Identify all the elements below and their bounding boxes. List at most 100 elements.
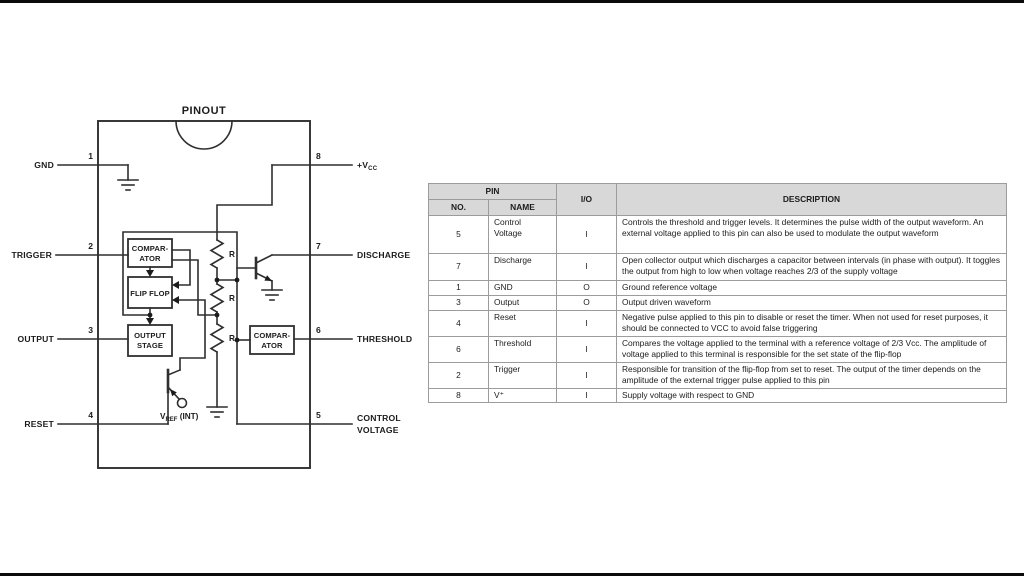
pinout-diagram: PINOUT 1 GND 2 TRIGGER 3 OUTPUT 4 RESET …: [11, 105, 412, 469]
vref-terminal-icon: [176, 397, 188, 409]
resistor-r3-label: R: [229, 334, 235, 343]
pin-6-number: 6: [316, 325, 321, 335]
header-io: I/O: [556, 183, 617, 216]
pin-6-label: THRESHOLD: [357, 334, 412, 344]
cell-name: Output: [488, 294, 557, 311]
cell-io: O: [556, 294, 617, 311]
arrow-discharge-emitter-icon: [264, 275, 272, 281]
ff-input2-wire: [175, 299, 206, 371]
arrow-comp1-to-ff-icon: [146, 270, 154, 277]
pin-1-label: GND: [34, 160, 54, 170]
cell-description: Supply voltage with respect to GND: [616, 387, 1007, 403]
pin-5-label-line2: VOLTAGE: [357, 425, 399, 435]
pin-2-number: 2: [88, 241, 93, 251]
cell-no: 1: [428, 279, 489, 296]
ground-icon: [206, 406, 228, 418]
comparator-1-label-line1: COMPAR-: [132, 244, 169, 253]
table-header-row-2: NO. NAME: [428, 198, 1007, 216]
comparator-2-label-line2: ATOR: [261, 341, 283, 350]
pin-1-number: 1: [88, 151, 93, 161]
pin-5-number: 5: [316, 410, 321, 420]
header-no: NO.: [428, 198, 489, 216]
cell-io: I: [556, 361, 617, 389]
chip-outline: [97, 120, 311, 469]
table-row-pin3: 3 Output O Output driven waveform: [428, 294, 1007, 311]
flip-flop-label: FLIP FLOP: [130, 289, 170, 298]
output-stage-label-line1: OUTPUT: [134, 331, 166, 340]
pin-description-table: PIN I/O DESCRIPTION NO. NAME 5 Control V…: [428, 183, 1007, 403]
table-header-row-1: PIN I/O DESCRIPTION: [428, 183, 1007, 216]
table-row-pin1: 1 GND O Ground reference voltage: [428, 279, 1007, 296]
output-stage-label-line2: STAGE: [137, 341, 163, 350]
pin-2-label: TRIGGER: [11, 250, 52, 260]
feedback-loop-wire: [122, 231, 238, 425]
header-description: DESCRIPTION: [616, 183, 1007, 216]
table-row-pin8: 8 V⁺ I Supply voltage with respect to GN…: [428, 387, 1007, 403]
reset-collector-wire: [166, 368, 182, 377]
cell-name: V⁺: [488, 387, 557, 403]
table-row-pin4: 4 Reset I Negative pulse applied to this…: [428, 309, 1007, 337]
cell-name: GND: [488, 279, 557, 296]
cell-description: Controls the threshold and trigger level…: [616, 214, 1007, 254]
cell-io: I: [556, 309, 617, 337]
bottom-border-bar: [0, 573, 1024, 576]
table-row-pin5: 5 Control Voltage I Controls the thresho…: [428, 214, 1007, 254]
cell-no: 6: [428, 335, 489, 363]
diagram-title: PINOUT: [182, 105, 227, 117]
pin-8-label: +VCC: [357, 160, 378, 172]
comparator-2-label-line1: COMPAR-: [254, 331, 291, 340]
arrow-into-ff-bottom-icon: [172, 296, 179, 304]
cell-description: Responsible for transition of the flip-f…: [616, 361, 1007, 389]
cell-description: Output driven waveform: [616, 294, 1007, 311]
discharge-collector-wire: [254, 253, 274, 265]
resistor-r2-label: R: [229, 294, 235, 303]
cell-io: O: [556, 279, 617, 296]
cell-name: Threshold: [488, 335, 557, 363]
pin-5-label-line1: CONTROL: [357, 413, 401, 423]
cell-description: Negative pulse applied to this pin to di…: [616, 309, 1007, 337]
ground-icon: [261, 289, 283, 301]
cell-name: Discharge: [488, 252, 557, 281]
cell-io: I: [556, 387, 617, 403]
cell-no: 8: [428, 387, 489, 403]
cell-no: 5: [428, 214, 489, 254]
cell-io: I: [556, 252, 617, 281]
table-row-pin6: 6 Threshold I Compares the voltage appli…: [428, 335, 1007, 363]
cell-no: 4: [428, 309, 489, 337]
cell-name: Control Voltage: [488, 214, 557, 254]
resistor-r3-icon: [209, 322, 225, 354]
cell-name: Trigger: [488, 361, 557, 389]
cell-no: 2: [428, 361, 489, 389]
cell-description: Open collector output which discharges a…: [616, 252, 1007, 281]
pin-7-label: DISCHARGE: [357, 250, 410, 260]
header-pin: PIN: [428, 183, 557, 200]
header-name: NAME: [488, 198, 557, 216]
pin-3-label: OUTPUT: [17, 334, 54, 344]
pin-8-number: 8: [316, 151, 321, 161]
resistor-r1-icon: [209, 238, 225, 270]
pin-3-number: 3: [88, 325, 93, 335]
comp1-reference-wire: [171, 259, 218, 316]
cell-no: 3: [428, 294, 489, 311]
table-row-pin7: 7 Discharge I Open collector output whic…: [428, 252, 1007, 281]
ground-icon: [117, 164, 139, 191]
cell-name: Reset: [488, 309, 557, 337]
vref-label: VREF (INT): [160, 412, 199, 423]
top-border-bar: [0, 0, 1024, 3]
cell-description: Compares the voltage applied to the term…: [616, 335, 1007, 363]
cell-no: 7: [428, 252, 489, 281]
arrowheads: [146, 270, 272, 397]
vcc-internal-wire: [216, 164, 273, 241]
arrow-reset-emitter-icon: [170, 389, 177, 397]
comp1-output-wire: [171, 249, 191, 286]
pin-4-number: 4: [88, 410, 93, 420]
resistor-r1-label: R: [229, 250, 235, 259]
resistor-r2-icon: [209, 282, 225, 314]
pin-7-number: 7: [316, 241, 321, 251]
table-row-pin2: 2 Trigger I Responsible for transition o…: [428, 361, 1007, 389]
pin-4-label: RESET: [24, 419, 54, 429]
arrow-ff-to-output-icon: [146, 318, 154, 325]
chip-notch-icon: [175, 120, 233, 150]
cell-description: Ground reference voltage: [616, 279, 1007, 296]
